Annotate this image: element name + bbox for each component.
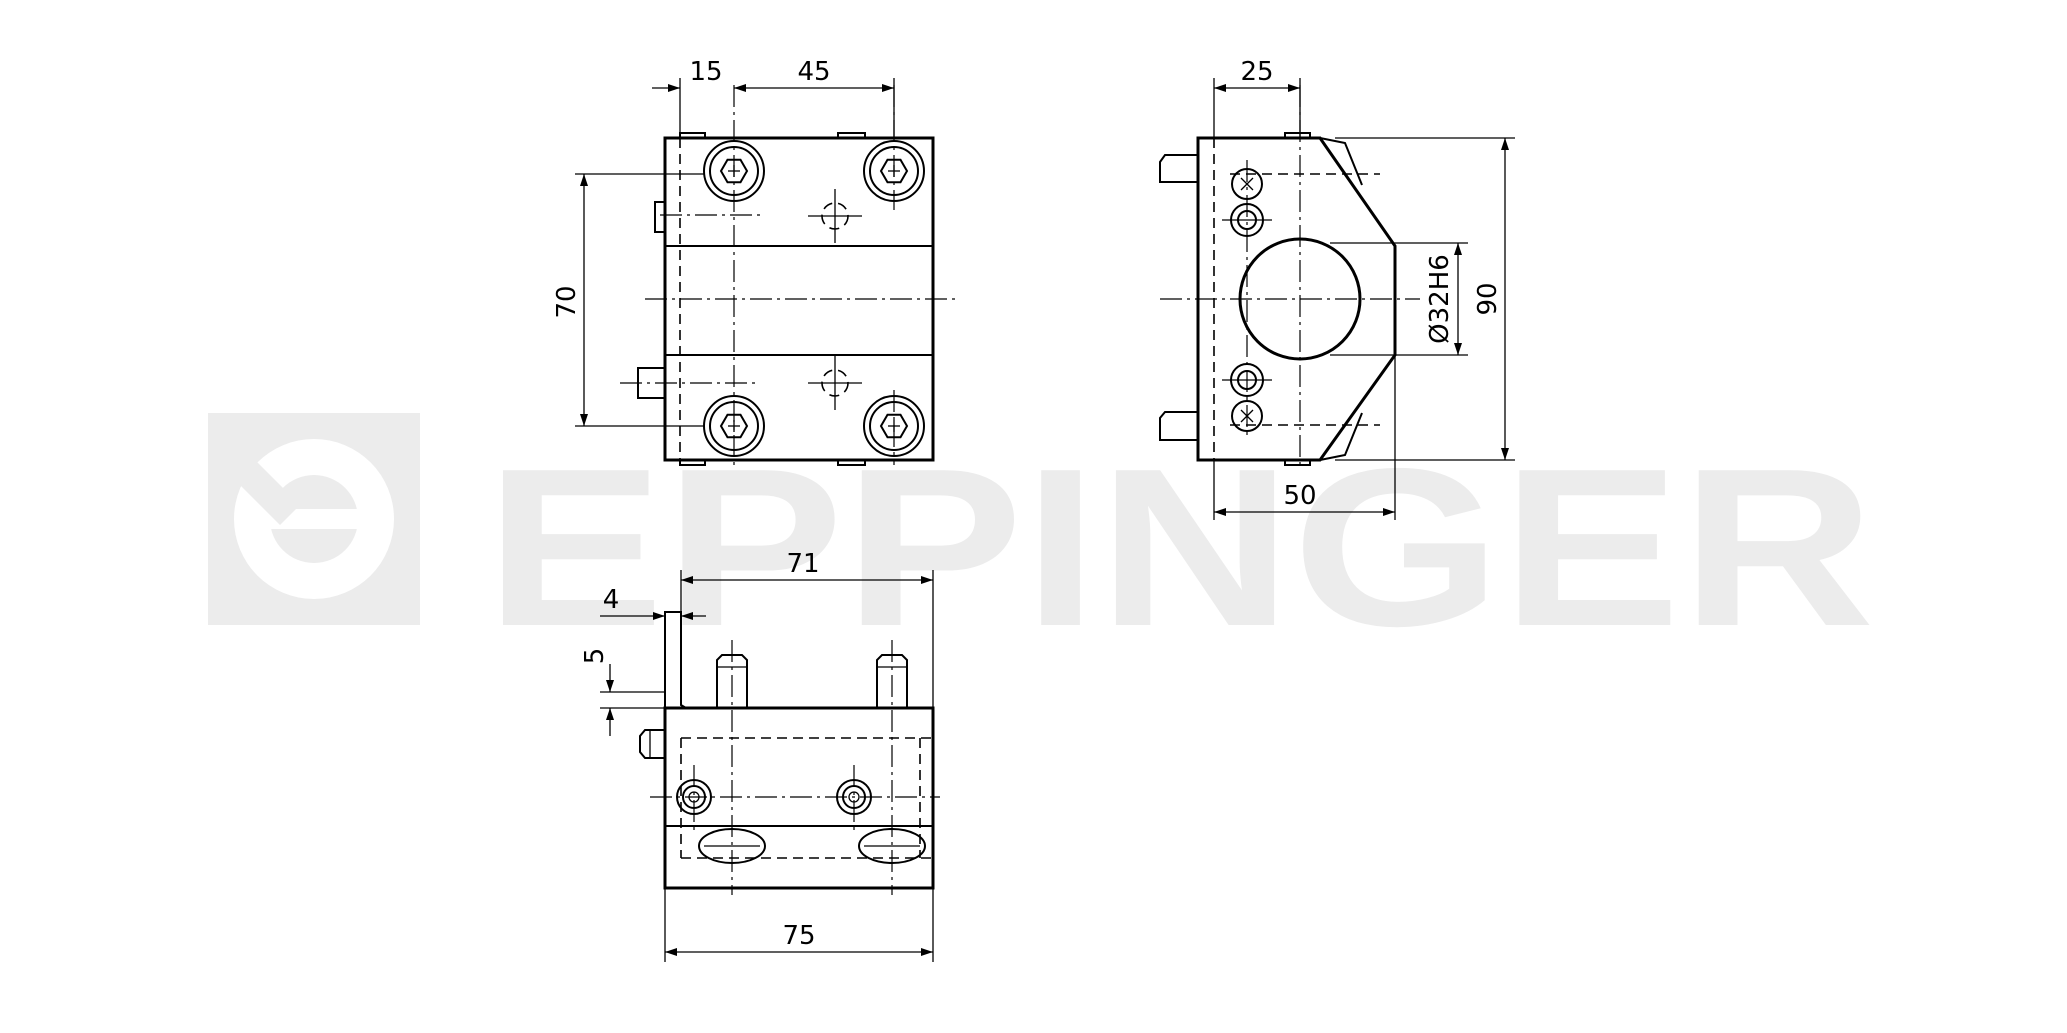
watermark-brand-text: EPPINGER	[485, 421, 1875, 673]
oval-slot-icon	[858, 828, 926, 864]
dim-height-label: 90	[1473, 282, 1503, 315]
dim-width-label: 50	[1283, 481, 1316, 511]
dim-step-label: 5	[580, 648, 610, 665]
dim-offset-label: 25	[1240, 57, 1273, 87]
watermark-logo-icon	[230, 439, 394, 599]
top-view: 15 45 70	[552, 57, 955, 466]
side-view: 25 Ø32H6 90 50	[1159, 57, 1515, 520]
dim-total-label: 75	[782, 921, 815, 951]
side-view-body	[1196, 136, 1397, 462]
hidden-hole-icon	[808, 189, 862, 243]
oval-slot-icon	[698, 828, 766, 864]
hidden-hole-icon	[808, 356, 862, 410]
dim-spacing-label: 45	[797, 57, 830, 87]
dim-flange-label: 4	[603, 585, 620, 615]
front-view: 71 4 5 75	[580, 549, 940, 962]
watermark: EPPINGER	[208, 413, 1875, 673]
dim-offset-label: 15	[689, 57, 722, 87]
dim-bore-label: Ø32H6	[1425, 254, 1455, 344]
front-view-body	[663, 706, 935, 890]
dim-length-label: 71	[786, 549, 819, 579]
dim-height-label: 70	[552, 285, 582, 318]
